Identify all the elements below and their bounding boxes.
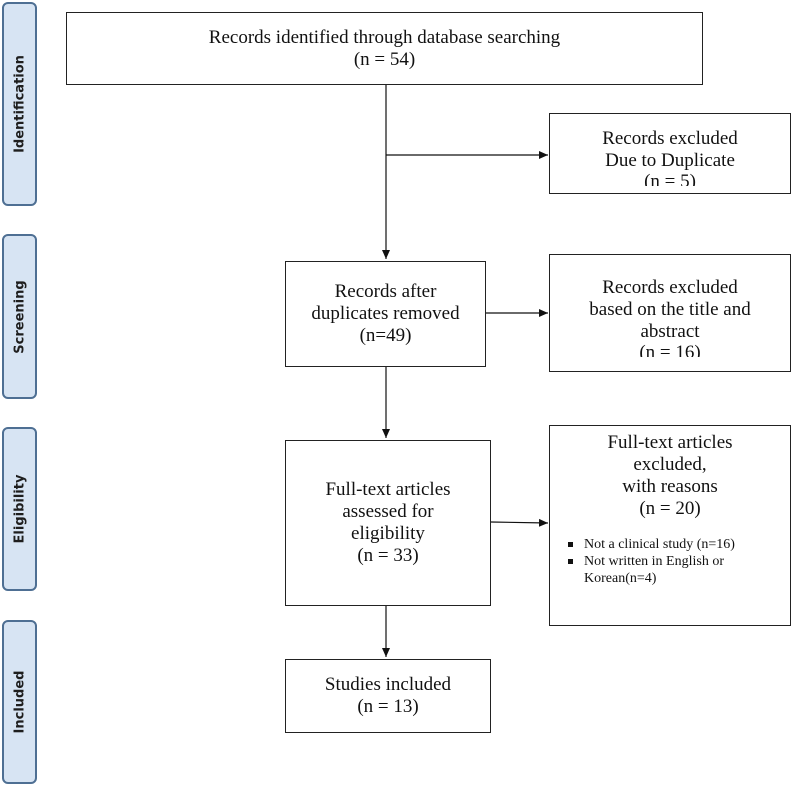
box-full-text-assessed: Full-text articles assessed for eligibil…: [285, 440, 491, 606]
box-full-text-assessed-line3: eligibility: [351, 523, 425, 544]
box-studies-included-line1: Studies included: [324, 674, 452, 695]
stage-eligibility: Eligibility: [2, 427, 37, 591]
box-studies-included: Studies included (n = 13): [285, 659, 491, 733]
box-full-text-assessed-line2: assessed for: [342, 501, 434, 522]
stage-included: Included: [2, 620, 37, 784]
box-full-text-excluded: Full-text articles excluded, with reason…: [549, 425, 791, 626]
box-full-text-excluded-line1: Full-text articles: [607, 432, 733, 453]
box-full-text-assessed-count: (n = 33): [357, 545, 419, 566]
box-full-text-excluded-line3: with reasons: [622, 476, 718, 497]
box-records-identified: Records identified through database sear…: [66, 12, 703, 85]
box-studies-included-count: (n = 13): [357, 696, 419, 717]
box-records-after-duplicates-count: (n=49): [359, 325, 412, 346]
box-full-text-assessed-line1: Full-text articles: [325, 479, 451, 500]
stage-identification: Identification: [2, 2, 37, 206]
exclusion-reason: Not written in English or Korean(n=4): [568, 553, 790, 587]
exclusion-reason: Not a clinical study (n=16): [568, 536, 790, 553]
box-duplicates-excluded: Records excluded Due to Duplicate (n = 5…: [549, 113, 791, 194]
box-records-after-duplicates-line2: duplicates removed: [311, 303, 460, 324]
box-title-abstract-excluded-line3: abstract: [640, 321, 700, 342]
box-title-abstract-excluded-line1: Records excluded: [602, 277, 738, 298]
arrow-to-full-text-excluded: [490, 518, 549, 527]
box-duplicates-excluded-line1: Records excluded: [602, 127, 738, 149]
box-title-abstract-excluded: Records excluded based on the title and …: [549, 254, 791, 372]
box-full-text-excluded-count: (n = 20): [639, 498, 701, 519]
box-duplicates-excluded-line2: Due to Duplicate: [605, 149, 735, 171]
box-records-after-duplicates: Records after duplicates removed (n=49): [285, 261, 486, 367]
box-title-abstract-excluded-count: (n = 16): [639, 343, 701, 357]
box-records-after-duplicates-line1: Records after: [334, 281, 437, 302]
box-duplicates-excluded-count: (n = 5): [644, 171, 696, 186]
stage-screening: Screening: [2, 234, 37, 399]
box-full-text-excluded-line2: excluded,: [633, 454, 707, 475]
exclusion-reasons-list: Not a clinical study (n=16) Not written …: [550, 536, 790, 587]
box-title-abstract-excluded-line2: based on the title and: [589, 299, 751, 320]
box-records-identified-line1: Records identified through database sear…: [208, 26, 561, 48]
box-records-identified-line2: (n = 54): [353, 48, 416, 70]
